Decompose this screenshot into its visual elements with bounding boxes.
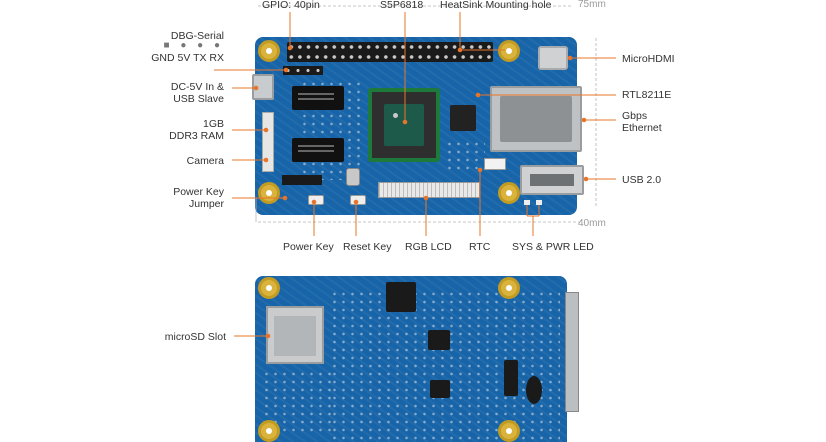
smd-components: [330, 290, 560, 440]
label-dbg-pins: GND 5V TX RX: [151, 52, 224, 64]
smd-components: [445, 140, 485, 170]
ddr3-ram-chip-2: [292, 138, 344, 162]
power-key-jumper: [282, 175, 322, 185]
label-ethernet-line1: Gbps: [622, 110, 648, 122]
label-reset-key: Reset Key: [343, 241, 392, 253]
label-rtc: RTC: [469, 241, 491, 253]
mounting-hole-bottom-right: [498, 182, 520, 204]
rtc-connector: [484, 158, 506, 170]
label-ethernet-line2: Ethernet: [622, 122, 662, 134]
mounting-hole-bottom-view: [258, 420, 280, 442]
label-dc-in-line1: DC-5V In &: [170, 81, 224, 93]
label-width-dimension: 75mm: [578, 0, 606, 10]
soc-pin1-marker: [393, 113, 398, 118]
ddr3-ram-chip-1: [292, 86, 344, 110]
sys-led: [524, 200, 530, 205]
label-leds: SYS & PWR LED: [512, 241, 594, 253]
label-power-key: Power Key: [283, 241, 334, 253]
ic-chip: [430, 380, 450, 398]
label-camera: Camera: [186, 155, 224, 167]
gpio-header: [287, 42, 493, 62]
label-micro-hdmi: MicroHDMI: [622, 53, 675, 65]
mounting-hole-top-right: [498, 40, 520, 62]
usb-port-opening: [530, 174, 574, 186]
label-ram-line2: DDR3 RAM: [169, 130, 224, 142]
camera-connector: [262, 112, 274, 172]
label-gpio: GPIO: 40pin: [262, 0, 320, 11]
label-dbg-serial: DBG-Serial: [170, 30, 224, 42]
mounting-hole-top-left: [258, 40, 280, 62]
label-rgb-lcd: RGB LCD: [405, 241, 452, 253]
label-power-jumper-line1: Power Key: [173, 186, 224, 198]
ic-chip: [428, 330, 450, 350]
label-microsd: microSD Slot: [164, 331, 226, 343]
label-dc-in-line2: USB Slave: [173, 93, 224, 105]
ic-chip: [504, 360, 518, 396]
mounting-hole-bottom-view: [498, 277, 520, 299]
pmic-chip: [386, 282, 416, 312]
rgb-lcd-connector: [378, 182, 480, 198]
debug-serial-header: [283, 66, 323, 75]
label-phy: RTL8211E: [622, 89, 672, 101]
inductor: [526, 376, 542, 404]
microsd-slot-cavity: [274, 316, 316, 356]
ethernet-phy-chip: [450, 105, 476, 131]
pwr-led: [536, 200, 542, 205]
power-key-button: [308, 195, 324, 205]
mounting-hole-bottom-view: [258, 277, 280, 299]
label-dbg-dots: ■ ● ● ●: [163, 40, 224, 51]
soc-die: [384, 104, 424, 146]
micro-usb-port: [252, 74, 274, 100]
label-usb: USB 2.0: [622, 174, 662, 186]
micro-hdmi-port: [538, 46, 568, 70]
ethernet-port-opening: [500, 96, 572, 142]
label-heatsink: HeatSink Mounting hole: [440, 0, 552, 11]
label-height-dimension: 40mm: [578, 218, 606, 229]
capacitor: [346, 168, 360, 186]
reset-key-button: [350, 195, 366, 205]
label-power-jumper-line2: Jumper: [188, 198, 224, 210]
mounting-hole-bottom-view: [498, 420, 520, 442]
label-ram-line1: 1GB: [202, 118, 224, 130]
side-connector: [565, 292, 579, 412]
label-soc: S5P6818: [380, 0, 424, 11]
